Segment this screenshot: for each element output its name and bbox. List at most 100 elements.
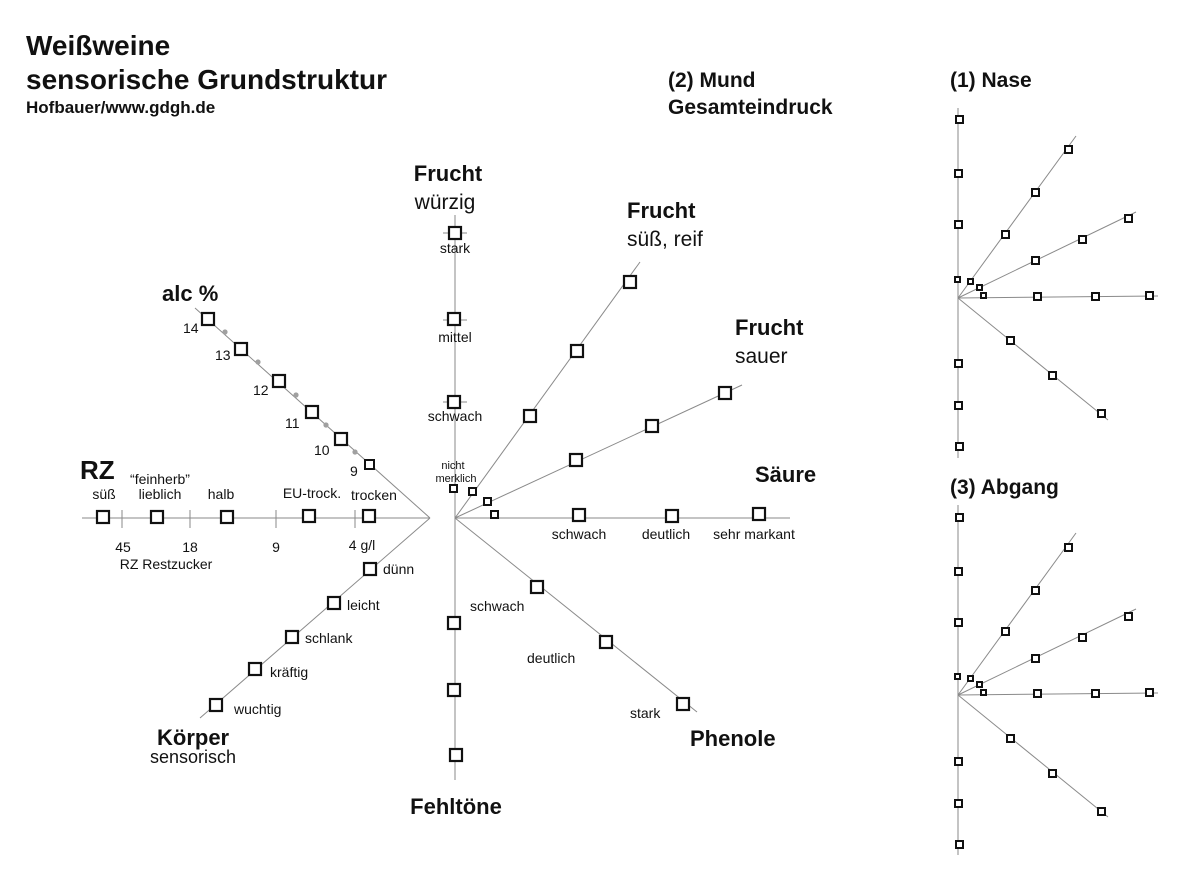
marker-rz-suess [95, 509, 111, 525]
marker-koerper-kraeftig [247, 661, 263, 677]
level-wuerzig-schwach: schwach [428, 408, 482, 424]
level-koerper-leicht: leicht [347, 597, 380, 613]
main-labels: Frucht würzig stark mittel schwach nicht… [80, 161, 816, 819]
nase-line-1 [957, 135, 1077, 299]
alc-dot [323, 422, 329, 428]
marker-alc-10 [333, 431, 349, 447]
abgang-marker [1097, 807, 1106, 816]
nase-marker [1048, 371, 1057, 380]
abgang-marker [1091, 689, 1100, 698]
rz-caption: RZ Restzucker [120, 556, 213, 572]
level-phenole-stark: stark [630, 705, 661, 721]
alc-tick-10: 10 [314, 442, 330, 458]
axis-label-frucht-suess: Frucht [627, 198, 696, 223]
abgang-marker [955, 513, 964, 522]
nase-marker [1145, 291, 1154, 300]
marker-phenole-deutlich [598, 634, 614, 650]
nase-marker [1078, 235, 1087, 244]
level-saeure-deutlich: deutlich [642, 526, 690, 542]
axis-sub-frucht-sauer: sauer [735, 345, 788, 368]
marker-saeure-deutlich [664, 508, 680, 524]
marker-wuerzig-nicht [449, 484, 458, 493]
nase-marker [1124, 214, 1133, 223]
section-mund: (2) Mund [668, 69, 755, 92]
marker-suess-3 [622, 274, 638, 290]
marker-alc-9 [364, 459, 375, 470]
axis-line-frucht-suess [454, 261, 641, 519]
nase-marker [1001, 230, 1010, 239]
nase-line-3 [957, 295, 1159, 299]
alc-tick-12: 12 [253, 382, 269, 398]
alc-dot [293, 392, 299, 398]
nase-marker [954, 169, 963, 178]
level-phenole-schwach: schwach [470, 598, 524, 614]
marker-alc-12 [271, 373, 287, 389]
abgang-marker [955, 840, 964, 849]
main-markers [95, 225, 767, 763]
alc-tick-14: 14 [183, 320, 199, 336]
marker-fehltoene-2 [446, 682, 462, 698]
rz-tick-45: 45 [115, 539, 131, 555]
marker-fehltoene-3 [448, 747, 464, 763]
nase-marker [954, 276, 961, 283]
rz-tick-18: 18 [182, 539, 198, 555]
marker-koerper-wuchtig [208, 697, 224, 713]
abgang-marker [954, 673, 961, 680]
marker-alc-13 [233, 341, 249, 357]
marker-saeure-0 [490, 510, 499, 519]
marker-alc-11 [304, 404, 320, 420]
nase-marker [954, 401, 963, 410]
level-koerper-kraeftig: kräftig [270, 664, 308, 680]
nase-marker [955, 442, 964, 451]
abgang-marker [1006, 734, 1015, 743]
axis-sub-koerper: sensorisch [150, 747, 236, 767]
alc-dot [255, 359, 261, 365]
abgang-marker [1078, 633, 1087, 642]
rz-tick-9: 9 [272, 539, 280, 555]
marker-rz-eu-trock [301, 508, 317, 524]
nase-marker [980, 292, 987, 299]
nase-marker [1031, 188, 1040, 197]
section-mund-sub: Gesamteindruck [668, 96, 833, 119]
marker-suess-2 [569, 343, 585, 359]
abgang-marker [954, 757, 963, 766]
abgang-marker [1031, 586, 1040, 595]
level-wuerzig-mittel: mittel [438, 329, 471, 345]
marker-rz-halb [219, 509, 235, 525]
section-abgang: (3) Abgang [950, 476, 1059, 499]
level-wuerzig-nicht-2: merklich [436, 473, 477, 485]
abgang-line-2 [957, 608, 1137, 696]
alc-dots [222, 329, 358, 455]
marker-koerper-schlank [284, 629, 300, 645]
marker-koerper-leicht [326, 595, 342, 611]
abgang-marker [954, 618, 963, 627]
alc-tick-9: 9 [350, 463, 358, 479]
abgang-marker [954, 799, 963, 808]
marker-sauer-0 [483, 497, 492, 506]
abgang-marker [1033, 689, 1042, 698]
axis-label-frucht-wuerzig: Frucht [414, 161, 483, 186]
nase-marker [1091, 292, 1100, 301]
marker-rz-lieblich [149, 509, 165, 525]
abgang-marker [980, 689, 987, 696]
marker-koerper-duenn [362, 561, 378, 577]
alc-tick-13: 13 [215, 347, 231, 363]
abgang-marker [1031, 654, 1040, 663]
mini-diagram-abgang [954, 505, 1159, 855]
axis-sub-frucht-wuerzig: würzig [414, 191, 476, 214]
marker-saeure-sehr-markant [751, 506, 767, 522]
mini-diagram-nase [954, 108, 1159, 458]
nase-marker [1097, 409, 1106, 418]
nase-marker [1033, 292, 1042, 301]
nase-line-4 [957, 297, 1109, 421]
abgang-marker [954, 567, 963, 576]
axis-label-fehltoene: Fehltöne [410, 794, 502, 819]
level-rz-suess: süß [92, 486, 115, 502]
marker-sauer-1 [568, 452, 584, 468]
abgang-marker [1048, 769, 1057, 778]
alc-tick-11: 11 [285, 415, 300, 431]
nase-marker [1031, 256, 1040, 265]
abgang-line-4 [957, 694, 1109, 818]
abgang-marker [967, 675, 974, 682]
